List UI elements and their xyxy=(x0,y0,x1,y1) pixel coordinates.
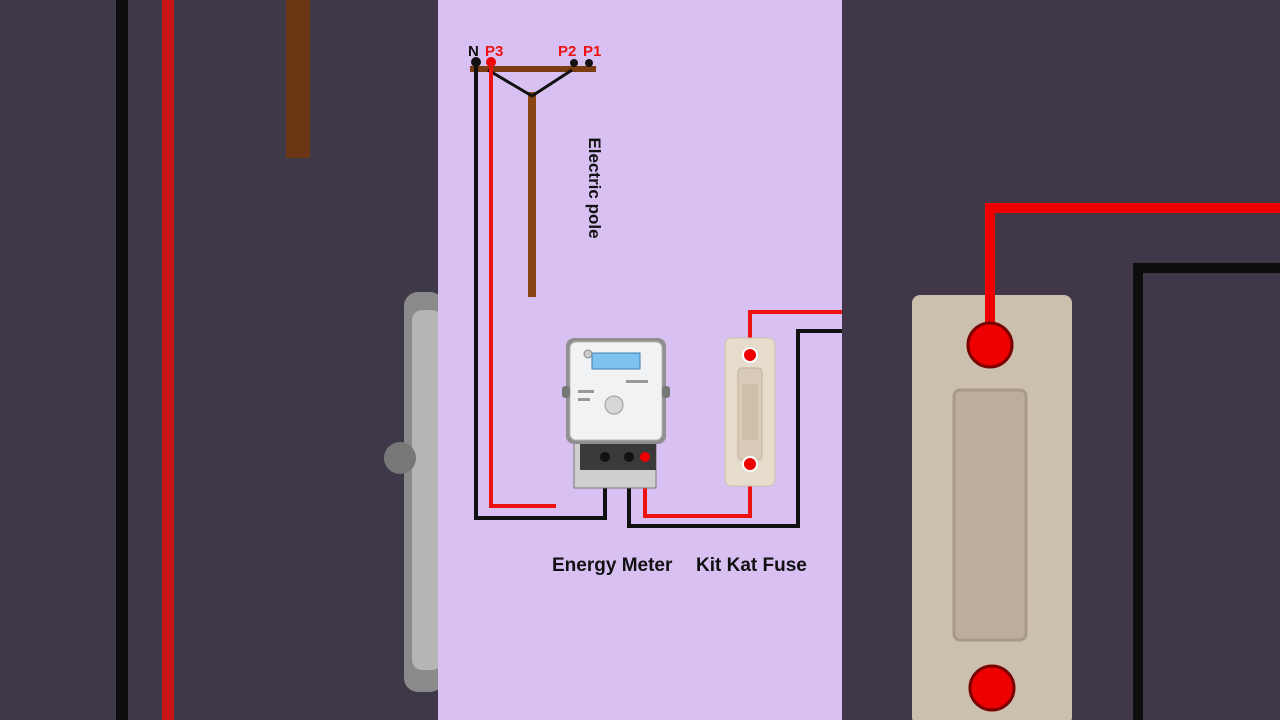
kit-kat-fuse xyxy=(724,337,776,487)
fuse-terminal-bottom xyxy=(742,456,758,472)
bg-neutral-wire xyxy=(116,0,128,720)
bg-neutral-wire xyxy=(1133,263,1280,720)
fuse-label: Kit Kat Fuse xyxy=(696,555,807,576)
bg-fuse-terminal-bottom xyxy=(968,664,1016,712)
energy-meter xyxy=(562,338,670,489)
bg-meter-knob xyxy=(384,442,416,474)
meter-button xyxy=(604,395,624,415)
bg-pole xyxy=(286,0,310,158)
wiring-diagram xyxy=(470,57,842,528)
pole-brace xyxy=(487,68,573,98)
fuse-terminal-top xyxy=(742,347,758,363)
meter-terminal-neutral-in xyxy=(600,452,610,462)
terminal-label-p1: P1 xyxy=(583,43,602,60)
meter-display xyxy=(591,352,641,370)
pole-post xyxy=(528,92,536,297)
terminal-label-p3: P3 xyxy=(485,43,504,60)
bg-fuse-carrier xyxy=(952,388,1028,642)
neutral-wire-meter-out xyxy=(627,329,842,528)
pole-label: Electric pole xyxy=(585,137,604,239)
meter-print-line xyxy=(626,380,648,383)
background-right xyxy=(842,0,1280,720)
meter-mount-left xyxy=(562,386,570,398)
meter-logo-icon xyxy=(583,349,593,359)
meter-terminal-phase-out xyxy=(640,452,650,462)
meter-print-line xyxy=(578,390,594,393)
electric-pole xyxy=(470,57,596,297)
bg-phase-wire xyxy=(985,203,1280,345)
meter-terminal-neutral-out xyxy=(624,452,634,462)
terminal-label-n: N xyxy=(468,43,479,60)
phase-wire-to-meter xyxy=(489,62,556,508)
terminal-p2-dot xyxy=(570,59,578,67)
background-left-art xyxy=(116,0,438,720)
wiring-diagram-panel: N P3 P2 P1 Electric pole Energy Meter Ki… xyxy=(438,0,842,720)
bg-phase-wire xyxy=(162,0,174,720)
background-left xyxy=(0,0,438,720)
meter-print-line xyxy=(578,398,590,401)
pole-crossarm xyxy=(470,66,596,72)
meter-label: Energy Meter xyxy=(552,555,673,576)
bg-meter-face xyxy=(412,310,438,670)
meter-mount-right xyxy=(662,386,670,398)
bg-fuse-terminal-top xyxy=(966,321,1014,369)
fuse-grip xyxy=(742,384,758,440)
background-right-art xyxy=(912,203,1280,720)
terminal-p1-dot xyxy=(585,59,593,67)
terminal-label-p2: P2 xyxy=(558,43,577,60)
